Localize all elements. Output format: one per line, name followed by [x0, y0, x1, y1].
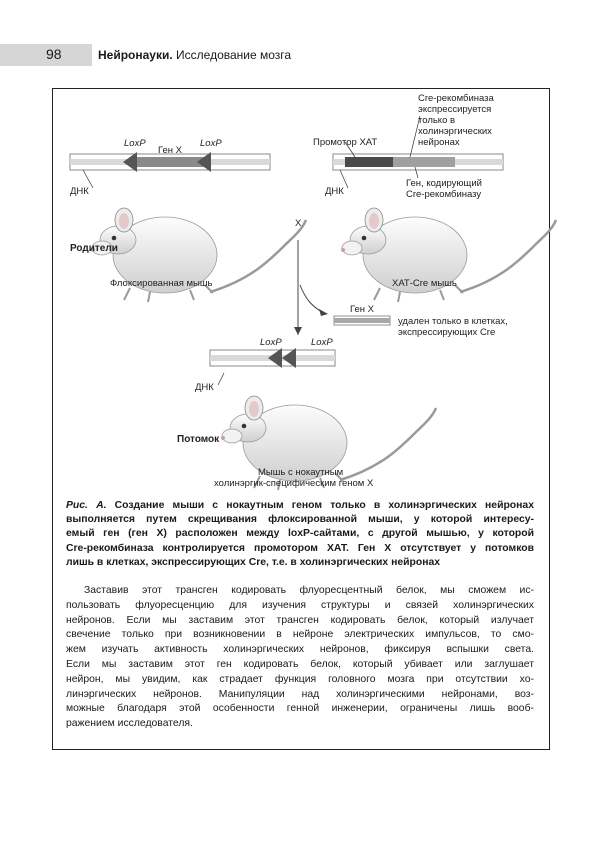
offspring-mouse-line-1: Мышь с нокаутным [258, 467, 343, 478]
xat-cre-mouse-label: ХАТ-Cre мышь [392, 278, 457, 289]
dna-label-right: ДНК [325, 186, 344, 197]
cre-note-line-2: экспрессируется [418, 104, 491, 115]
caption-line: выполняется путем скрещивания флоксирова… [66, 513, 534, 527]
body-paragraph: Заставив этот трансген кодировать флуоре… [66, 584, 534, 732]
caption-prefix: Рис. А. [66, 500, 107, 511]
body-line: жем изучать активность холинэргических н… [66, 643, 534, 658]
parents-label: Родители [70, 243, 118, 254]
caption-line: Cre-рекомбиназа контролируется промоторо… [66, 542, 534, 556]
offspring-label: Потомок [177, 434, 219, 445]
offspring-loxp-left: LoxP [260, 337, 282, 348]
gene-x-label: Ген X [158, 145, 182, 156]
cre-note-line-5: нейронах [418, 137, 460, 148]
gene-cre-line-1: Ген, кодирующий [406, 178, 482, 189]
offspring-mouse-line-2: холинэргик-специфическим геном X [214, 478, 373, 489]
offspring-loxp-right: LoxP [311, 337, 333, 348]
xat-cre-dna-strand [333, 154, 503, 170]
removed-note-line-1: удален только в клетках, [398, 316, 508, 327]
caption-line: емый ген (ген X) расположен между loxP-с… [66, 527, 534, 541]
body-line: ражением исследователя. [66, 717, 534, 732]
loxp-label-right: LoxP [200, 138, 222, 149]
body-line: можные благодаря этой особенности генной… [66, 702, 534, 717]
cre-note-line-4: холинэргических [418, 126, 492, 137]
cross-arrow [294, 240, 328, 335]
caption-line: Рис. А. Создание мыши с нокаутным геном … [66, 499, 534, 513]
removed-gene-x-label: Ген X [350, 304, 374, 315]
floxed-mouse-label: Флоксированная мышь [110, 278, 212, 289]
cre-note-line-1: Cre-рекомбиназа [418, 93, 494, 104]
dna-label-left: ДНК [70, 186, 89, 197]
body-line: Заставив этот трансген кодировать флуоре… [66, 584, 534, 599]
body-line: линэргических нейронов. Манипуляции над … [66, 688, 534, 703]
body-line: пользовать флуоресценцию для изучения ст… [66, 599, 534, 614]
offspring-dna-label: ДНК [195, 382, 214, 393]
body-line: Если мы заставим этот ген кодировать бел… [66, 658, 534, 673]
gene-cre-line-2: Cre-рекомбиназу [406, 189, 481, 200]
cre-note-line-3: только в [418, 115, 455, 126]
body-line: нейрон, мы увидим, как страдает функция … [66, 673, 534, 688]
body-line: свечение только при возникновении в нейр… [66, 628, 534, 643]
offspring-dna-strand [210, 348, 335, 368]
body-line: нейронов. Если мы заставим этот трансген… [66, 614, 534, 629]
removed-note-line-2: экспрессирующих Cre [398, 327, 495, 338]
removed-gene-bar [334, 316, 390, 325]
promoter-label: Промотор ХАТ [313, 137, 377, 148]
figure-caption: Рис. А. Создание мыши с нокаутным геном … [66, 499, 534, 570]
caption-line: лишь в клетках, экспрессирующих Cre, т.е… [66, 556, 534, 570]
cross-symbol: X [295, 218, 301, 229]
loxp-label-left: LoxP [124, 138, 146, 149]
